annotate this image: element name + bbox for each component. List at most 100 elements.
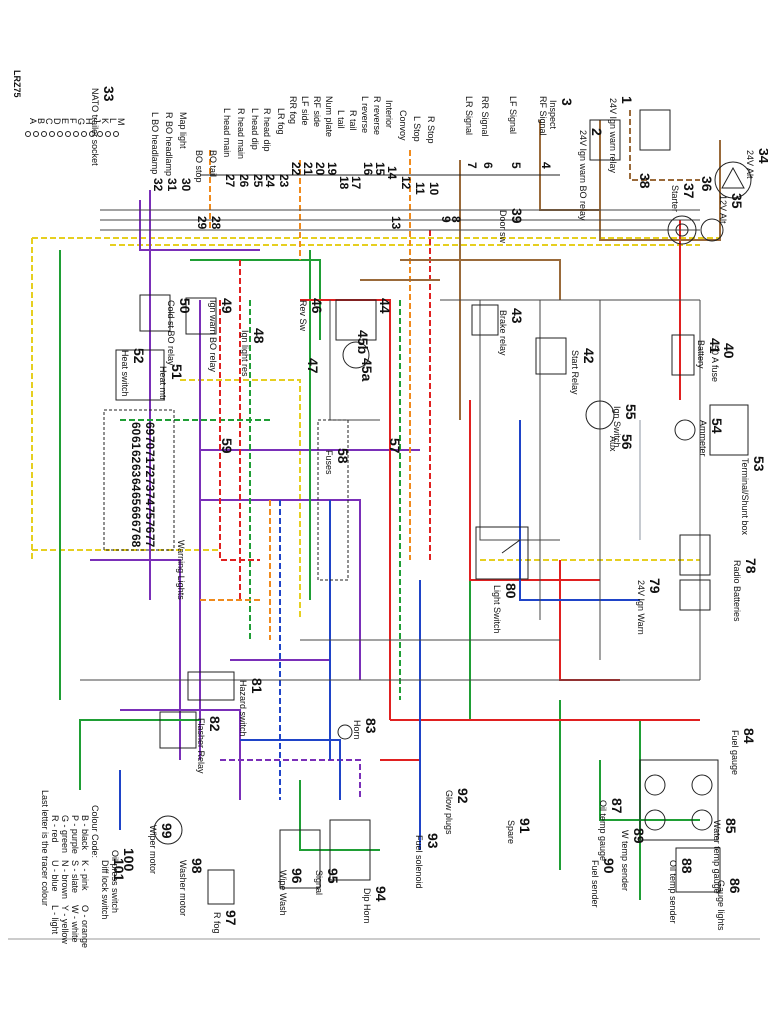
- c100-number: 100: [121, 848, 137, 872]
- warning-light-number: 68: [129, 534, 143, 548]
- c79-label: 24V Ign Warn: [636, 580, 646, 635]
- c81-label: Hazard switch: [238, 680, 248, 737]
- lamp-label: RF Signal: [538, 96, 548, 136]
- c59-number: 59: [219, 438, 235, 454]
- lamp-label: R reverse: [372, 96, 382, 135]
- lamp-label: RR fog: [288, 96, 298, 124]
- lamp-label: R BO headlamp: [164, 112, 174, 176]
- warning-light-number: 70: [143, 436, 157, 450]
- lamp-label: R Stop: [426, 116, 436, 144]
- lamp-number: 17: [349, 176, 363, 190]
- c84-label: Fuel gauge: [730, 730, 740, 775]
- c47-number: 47: [305, 358, 321, 374]
- warning-light-number: 64: [129, 478, 143, 492]
- trailer-pin: [73, 131, 79, 137]
- trailer-pin: [105, 131, 111, 137]
- c58-label: Fuses: [324, 450, 334, 475]
- c33-number: 33: [101, 86, 117, 102]
- c80-label: Light Switch: [492, 585, 502, 634]
- c43-label: Brake relay: [498, 310, 508, 356]
- colour-code-title: Colour Code:: [90, 805, 100, 858]
- c44-number: 44: [377, 298, 393, 314]
- colour-code-entry: N - brown: [60, 860, 70, 899]
- c55-label: Ign Switch: [612, 406, 622, 448]
- lamp-number: 24: [263, 174, 277, 188]
- warning-light-number: 60: [129, 422, 143, 436]
- c42-label: Start Relay: [570, 350, 580, 395]
- colour-code-footnote: Last letter is the tracer colour: [40, 790, 50, 906]
- colour-code-entry: O - orange: [80, 905, 90, 948]
- lamp-number: 27: [223, 174, 237, 188]
- trailer-pin-letter: B: [36, 118, 46, 124]
- colour-code-entry: G - green: [60, 815, 70, 853]
- c41-number: 41: [707, 338, 723, 354]
- c84-number: 84: [741, 728, 757, 744]
- c52-number: 52: [131, 348, 147, 364]
- lamp-label: LF Signal: [508, 96, 518, 134]
- trailer-pin: [65, 131, 71, 137]
- warning-light-number: 63: [129, 464, 143, 478]
- c3-label: Inspect: [548, 100, 558, 130]
- c51-label: Heat mtr: [158, 366, 168, 401]
- c96-number: 96: [289, 868, 305, 884]
- heater-switch-52: [115, 349, 165, 401]
- c45a-number: 45a: [359, 358, 375, 382]
- battery-41: [671, 334, 695, 376]
- ign-switch-55: [585, 400, 615, 430]
- lamp-label: L head dip: [250, 108, 260, 150]
- warning-light-number: 61: [129, 436, 143, 450]
- c52-label: Heat switch: [120, 350, 130, 397]
- lamp-label: R head dip: [262, 108, 272, 152]
- c88-number: 88: [679, 858, 695, 874]
- radio-batteries-78: [679, 534, 711, 611]
- lamp-number: 21: [301, 162, 315, 176]
- c48-number: 48: [251, 328, 267, 344]
- trailer-pin-letter: D: [52, 118, 62, 125]
- lamp-number: 12: [399, 176, 413, 190]
- c54-number: 54: [709, 418, 725, 434]
- c2-number: 2: [589, 128, 605, 136]
- starter-motor: [667, 215, 724, 245]
- lamp-number: 16: [361, 162, 375, 176]
- c53-number: 53: [751, 456, 767, 472]
- c86-number: 86: [727, 878, 743, 894]
- lamp-label: Num plate: [324, 96, 334, 137]
- c38-number: 38: [637, 173, 653, 189]
- c49-number: 49: [219, 298, 235, 314]
- wiper-motor-99: [153, 815, 183, 845]
- lamp-number: 31: [165, 178, 179, 192]
- terminal-shunt-box: [709, 404, 749, 456]
- relay-44: [335, 299, 377, 369]
- c34-label: 24V Alt: [745, 150, 755, 179]
- c97-number: 97: [223, 910, 239, 926]
- lamp-label: L head main: [222, 108, 232, 157]
- c89-label: W temp sender: [620, 830, 630, 891]
- lamp-label: Convoy: [398, 110, 408, 141]
- flasher-relay-82: [159, 711, 197, 749]
- c91-label: Spare: [506, 820, 516, 844]
- c45-number: 45b: [355, 330, 371, 354]
- trailer-pin-letter: L: [108, 118, 118, 123]
- colour-code-entry: S - slate: [70, 860, 80, 893]
- c95-label: Signal: [314, 870, 324, 895]
- lamp-number: 22: [289, 162, 303, 176]
- c90-number: 90: [601, 858, 617, 874]
- lamp-label: BO stop: [194, 150, 204, 183]
- doc-reference: LRZ75: [12, 70, 22, 98]
- c94-label: Dip Horn: [362, 888, 372, 924]
- lamp-label: L reverse: [360, 96, 370, 133]
- fuel-gauge-84: [639, 759, 719, 841]
- c40-label: 50 A fuse: [710, 345, 720, 382]
- lamp-label: R tail: [348, 110, 358, 131]
- c37-number: 37: [681, 183, 697, 199]
- trailer-pin-letter: E: [60, 118, 70, 124]
- c97-label: R fog: [212, 912, 222, 934]
- c39-number: 39: [509, 208, 525, 224]
- lamp-number: 15: [373, 162, 387, 176]
- lamp-number: 13: [389, 216, 403, 230]
- warning-light-number: 73: [143, 478, 157, 492]
- trailer-pin: [57, 131, 63, 137]
- c91-number: 91: [517, 818, 533, 834]
- c54-label: Ammeter: [698, 420, 708, 457]
